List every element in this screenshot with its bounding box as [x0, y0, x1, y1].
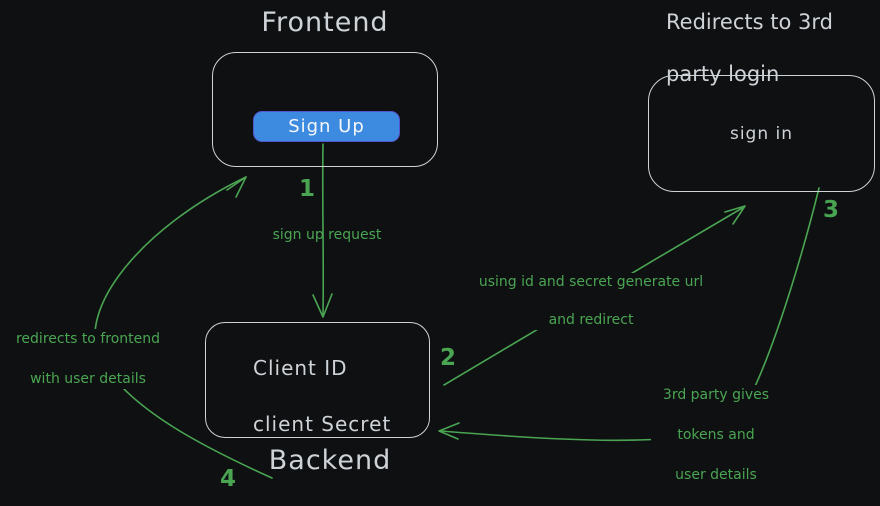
arrow-signup-request[interactable]	[312, 143, 333, 318]
arrow-label-redirect-frontend: redirects to frontend with user details	[4, 329, 172, 389]
arrow-label-tokens-line1: 3rd party gives	[662, 387, 770, 403]
third-party-caption-line2: party login	[666, 62, 780, 86]
arrow-label-generate-url: using id and secret generate url and red…	[459, 273, 723, 330]
arrow-signup-request-line[interactable]	[321, 143, 325, 316]
client-secret-text: client Secret	[253, 412, 392, 436]
backend-title: Backend	[268, 445, 392, 476]
arrow-label-generate-url-line2: and redirect	[548, 312, 634, 328]
arrow-label-tokens-line2: tokens and	[677, 427, 755, 443]
arrow-label-tokens-line3: user details	[675, 467, 757, 483]
arrow-label-redirect-frontend-line1: redirects to frontend	[15, 331, 160, 347]
arrow-label-tokens: 3rd party gives tokens and user details	[651, 385, 781, 485]
backend-box[interactable]	[205, 322, 430, 438]
third-party-caption-line1: Redirects to 3rd	[666, 10, 833, 34]
arrow-generate-url-head[interactable]	[724, 205, 746, 225]
arrow-label-generate-url-line1: using id and secret generate url	[478, 274, 704, 290]
frontend-box[interactable]	[212, 52, 438, 167]
sign-up-button-label: Sign Up	[288, 116, 365, 137]
third-party-signin-box[interactable]: sign in	[648, 75, 875, 192]
step-number-4: 4	[220, 466, 237, 492]
backend-credentials: Client ID client Secret	[253, 354, 391, 438]
signin-label: sign in	[729, 123, 794, 144]
arrow-tokens-head[interactable]	[438, 422, 460, 440]
third-party-caption: Redirects to 3rd party login	[666, 9, 833, 87]
frontend-title: Frontend	[261, 7, 389, 38]
step-number-2: 2	[440, 345, 457, 371]
arrow-label-redirect-frontend-line2: with user details	[30, 371, 146, 387]
step-number-1: 1	[299, 176, 316, 202]
arrow-signup-request-head[interactable]	[312, 293, 333, 318]
sign-up-button[interactable]: Sign Up	[253, 111, 400, 142]
arrow-redirect-frontend-head[interactable]	[226, 176, 247, 198]
step-number-3: 3	[823, 197, 840, 223]
client-id-text: Client ID	[253, 356, 348, 380]
arrow-label-signup-request: sign up request	[272, 227, 382, 243]
